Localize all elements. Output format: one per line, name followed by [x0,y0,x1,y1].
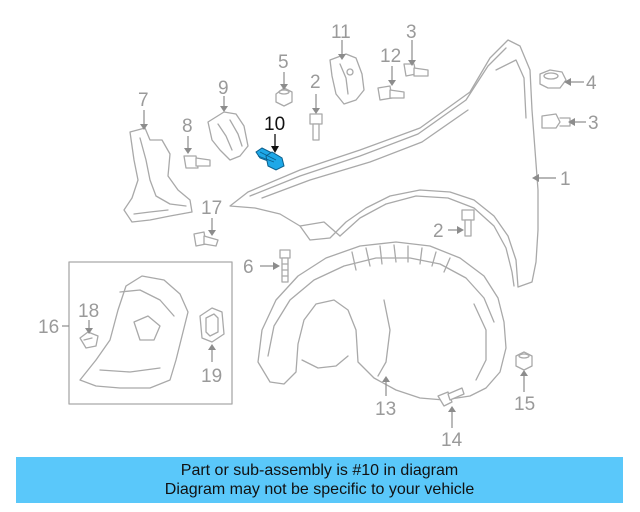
callout-16: 16 [38,317,59,338]
callout-2-upper: 2 [310,72,321,93]
parts-diagram: 1 2 2 3 3 4 5 6 7 8 9 10 11 12 13 14 15 … [38,22,599,451]
callout-7: 7 [138,90,149,111]
callout-12: 12 [380,46,401,67]
leader-lines [62,40,586,428]
callout-3-right: 3 [588,113,599,134]
callout-14: 14 [441,430,463,451]
callout-4: 4 [586,73,597,94]
callout-2-mid: 2 [433,221,444,242]
callout-3-upper: 3 [406,22,417,43]
callout-5: 5 [278,52,289,73]
callout-9: 9 [218,78,229,99]
callout-11: 11 [331,22,351,43]
bracket-part-7 [123,127,193,223]
callout-19: 19 [201,366,222,387]
callout-6: 6 [243,257,254,278]
bracket-part-11 [329,53,365,105]
callout-8: 8 [182,116,193,137]
fender-liner-part [257,241,507,401]
hardware-parts [183,63,571,407]
callout-labels: 1 2 2 3 3 4 5 6 7 8 9 10 11 12 13 14 15 … [38,22,599,451]
clip-part-18 [79,331,99,349]
callout-18: 18 [78,301,99,322]
callout-17: 17 [201,198,222,219]
fender-part [229,39,539,288]
liner-panel-group [68,261,233,405]
bracket-part-9 [207,111,249,161]
callout-13: 13 [375,399,396,420]
callout-15: 15 [514,394,535,415]
info-banner: Part or sub-assembly is #10 in diagram D… [16,457,623,503]
banner-line-1: Part or sub-assembly is #10 in diagram [180,462,459,479]
seal-part-19 [199,307,225,343]
highlighted-bolt-part-10 [255,147,285,171]
callout-1: 1 [560,169,571,190]
callout-10-highlighted: 10 [264,114,285,135]
banner-line-2: Diagram may not be specific to your vehi… [164,481,475,498]
